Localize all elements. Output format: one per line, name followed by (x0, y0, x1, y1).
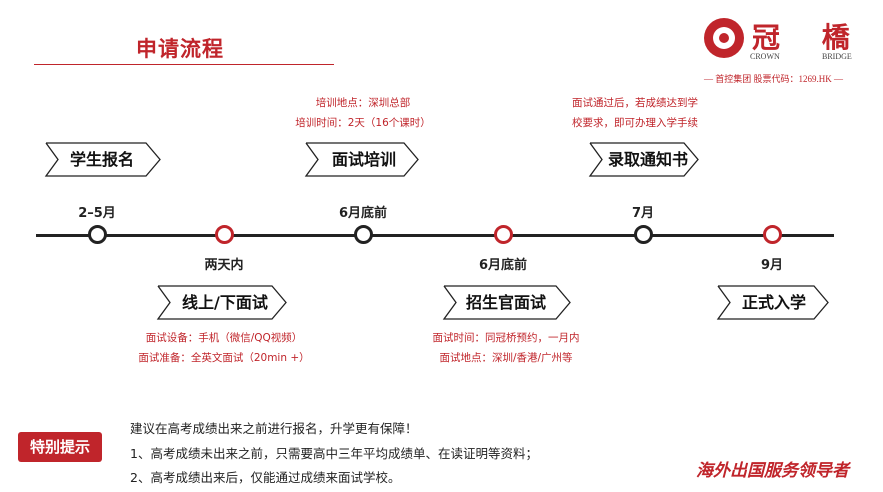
step-enrollment: 正式入学 (716, 285, 829, 320)
timeline-node-enrollment (763, 225, 782, 244)
step-label: 学生报名 (70, 150, 135, 169)
step-label: 线上/下面试 (182, 293, 268, 312)
arrow-shape-icon (304, 142, 419, 177)
step-label: 招生官面试 (466, 293, 547, 312)
note-training: 培训地点：深圳总部 培训时间：2天（16个课时） (293, 93, 433, 133)
arrow-shape-icon (44, 142, 161, 177)
arrow-shape-icon (156, 285, 287, 320)
tip-line-1: 建议在高考成绩出来之前进行报名，升学更有保障！ (130, 421, 418, 436)
crown-bridge-logo: 冠 橋 CROWN BRIDGE — 首控集团 股票代码：1269.HK — (700, 14, 870, 84)
step-label: 正式入学 (742, 293, 807, 312)
arrow-shape-icon (588, 142, 699, 177)
arrow-shape-icon (442, 285, 571, 320)
slogan: 海外出国服务领导者 (696, 461, 849, 481)
logo-name-en-right: BRIDGE (822, 52, 852, 61)
note-online-interview: 面试设备：手机（微信/QQ视频） 面试准备：全英文面试（20min +） (136, 328, 312, 368)
title-underline (34, 64, 334, 65)
timeline-node-registration (88, 225, 107, 244)
timeline-node-admission-letter (634, 225, 653, 244)
step-label: 面试培训 (332, 150, 397, 169)
note-officer-time: 面试时间：同冠桥预约，一月内 (432, 332, 580, 344)
tip-line-2: 1、高考成绩未出来之前，只需要高中三年平均成绩单、在读证明等资料； (130, 446, 538, 461)
step-admission-letter: 录取通知书 (588, 142, 699, 177)
date-online-interview: 两天内 (204, 258, 244, 273)
date-officer-interview: 6月底前 (478, 258, 528, 273)
page-title: 申请流程 (136, 37, 224, 61)
arrow-shape-icon (716, 285, 829, 320)
note-admission-line1: 面试通过后，若成绩达到学 (572, 97, 698, 109)
logo-mark-icon (704, 18, 744, 58)
logo-name-en-left: CROWN (750, 52, 780, 61)
timeline-line (36, 234, 834, 237)
step-online-interview: 线上/下面试 (156, 285, 287, 320)
note-online-prep: 面试准备：全英文面试（20min +） (138, 352, 310, 364)
note-online-device: 面试设备：手机（微信/QQ视频） (145, 332, 303, 344)
note-officer-location: 面试地点：深圳/香港/广州等 (439, 352, 573, 364)
logo-subtitle: — 首控集团 股票代码：1269.HK — (704, 74, 843, 84)
timeline-node-officer-interview (494, 225, 513, 244)
note-admission: 面试通过后，若成绩达到学 校要求，即可办理入学手续 (572, 93, 698, 133)
tip-line-3: 2、高考成绩出来后，仅能通过成绩来面试学校。 (130, 470, 401, 485)
note-admission-line2: 校要求，即可办理入学手续 (572, 117, 698, 129)
step-registration: 学生报名 (44, 142, 161, 177)
step-training: 面试培训 (304, 142, 419, 177)
step-label: 录取通知书 (608, 150, 689, 169)
note-training-location: 培训地点：深圳总部 (315, 97, 411, 109)
note-training-time: 培训时间：2天（16个课时） (295, 117, 431, 129)
date-enrollment: 9月 (760, 258, 784, 273)
date-training: 6月底前 (338, 206, 388, 221)
date-admission-letter: 7月 (631, 206, 655, 221)
timeline-node-online-interview (215, 225, 234, 244)
logo-name-cn: 冠 橋 (752, 21, 866, 54)
special-tips-badge: 特别提示 (18, 432, 102, 462)
timeline-node-training (354, 225, 373, 244)
step-officer-interview: 招生官面试 (442, 285, 571, 320)
date-registration: 2–5月 (78, 206, 116, 221)
note-officer-interview: 面试时间：同冠桥预约，一月内 面试地点：深圳/香港/广州等 (424, 328, 588, 368)
